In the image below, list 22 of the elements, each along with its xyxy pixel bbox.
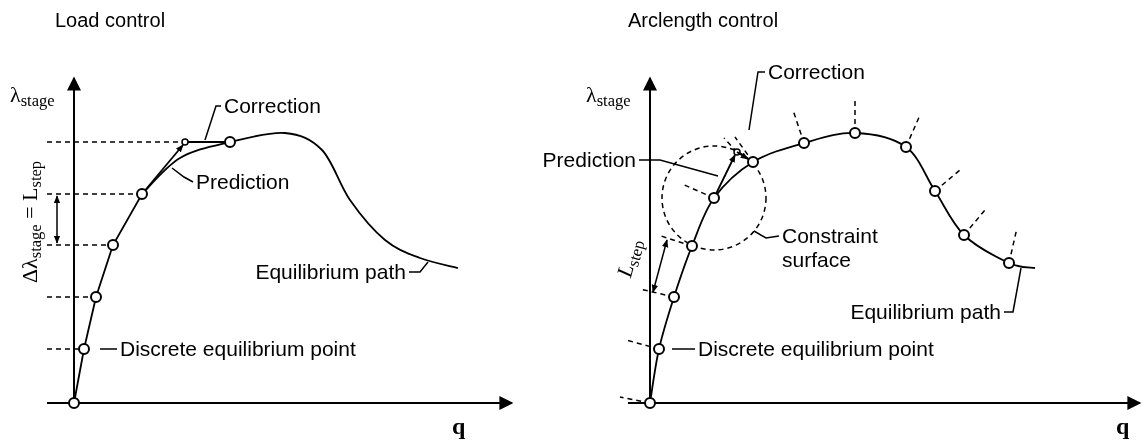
leader-line (171, 167, 194, 183)
callout-label: Equilibrium path (850, 300, 1001, 324)
panel-title: Arclength control (628, 10, 779, 30)
leader-line (671, 348, 696, 350)
callout-label: Prediction (542, 148, 636, 172)
leader-line (748, 71, 766, 131)
callout-label: Prediction (196, 170, 290, 194)
axis-label: q (1116, 414, 1130, 438)
callout-label: Discrete equilibrium point (120, 337, 356, 361)
leader-line (99, 348, 118, 350)
panel-title: Load control (55, 10, 166, 30)
leader-line (408, 261, 429, 273)
leader-line (753, 230, 780, 239)
leader-line (204, 105, 222, 141)
callout-label: Constraint surface (782, 224, 932, 272)
leader-line (1003, 267, 1022, 313)
callout-label: Equilibrium path (255, 260, 406, 284)
leader-line (638, 159, 719, 177)
axis-label: q (452, 414, 466, 438)
callout-label: Correction (224, 94, 321, 118)
callout-label: Discrete equilibrium point (698, 337, 934, 361)
callout-label: Correction (768, 60, 865, 84)
